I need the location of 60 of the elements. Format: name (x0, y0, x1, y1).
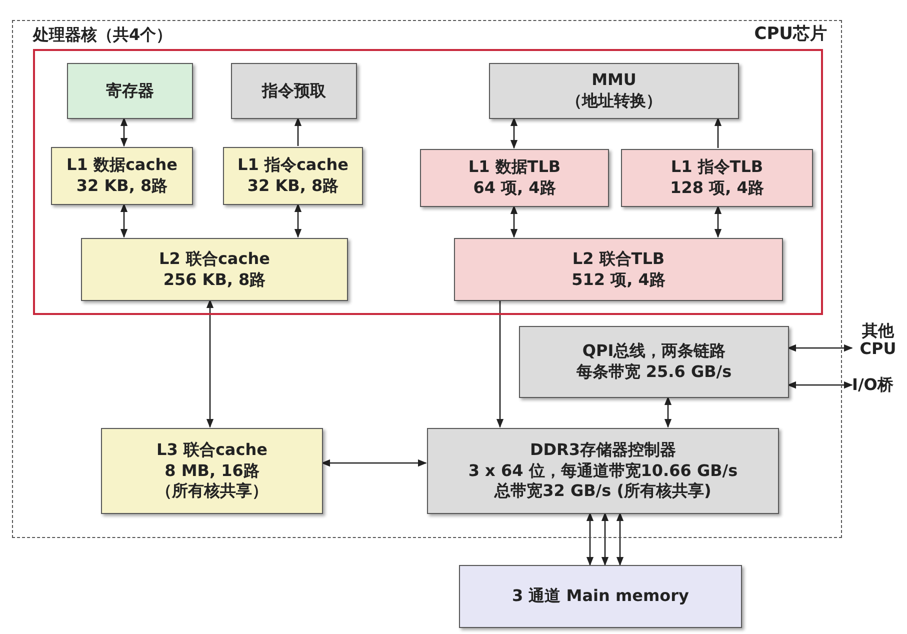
arrow (586, 512, 594, 566)
arrow (496, 300, 504, 428)
component-box (427, 428, 779, 514)
arrow (120, 203, 128, 238)
arrow (664, 396, 672, 428)
chip-boundary (12, 20, 842, 538)
arrow (787, 344, 853, 352)
core-title: 处理器核（共4个） (33, 25, 172, 46)
box-label: 每条带宽 25.6 GB/s (576, 362, 732, 383)
endpoint-label: 其他 CPU (858, 322, 898, 358)
box-label: L2 联合cache (159, 248, 270, 270)
arrow (321, 459, 427, 467)
component-box (454, 238, 783, 301)
box-label: L1 指令cache (238, 155, 348, 176)
box-label: 8 MB, 16路 (164, 460, 260, 482)
box-label: 3 通道 Main memory (512, 586, 689, 607)
component-box (67, 63, 193, 119)
box-label: 64 项, 4路 (473, 178, 556, 199)
component-box (51, 147, 193, 205)
component-box (489, 63, 739, 119)
box-label: L1 指令TLB (670, 157, 764, 178)
arrow (206, 299, 214, 428)
box-label: 32 KB, 8路 (76, 176, 168, 197)
box-label: L3 联合cache (156, 440, 268, 461)
arrow (510, 117, 518, 149)
chip-title: CPU芯片 (754, 23, 827, 46)
arrow (120, 117, 128, 147)
box-label: 256 KB, 8路 (163, 270, 266, 290)
box-label: QPI总线，两条链路 (582, 341, 726, 362)
component-box (621, 149, 813, 207)
component-box (101, 428, 323, 514)
arrow (601, 512, 609, 566)
box-label: 3 x 64 位，每通道带宽10.66 GB/s (468, 460, 738, 482)
box-label: MMU (592, 70, 636, 91)
box-label: L1 数据cache (66, 155, 178, 176)
box-label: 寄存器 (106, 80, 154, 102)
arrow (294, 203, 302, 238)
box-label: 指令预取 (262, 80, 326, 102)
box-label: 512 项, 4路 (572, 270, 666, 290)
box-label: L2 联合TLB (572, 248, 665, 270)
component-box (459, 565, 742, 628)
box-label: 128 项, 4路 (670, 178, 764, 199)
arrow (294, 117, 302, 146)
box-label: （所有核共享） (156, 481, 268, 502)
arrow (714, 117, 722, 148)
component-box (231, 63, 357, 119)
component-box (81, 238, 348, 301)
arrow (787, 381, 853, 389)
box-label: （地址转换） (566, 91, 662, 112)
arrow (616, 512, 624, 566)
box-label: DDR3存储器控制器 (530, 440, 676, 461)
endpoint-label: I/O桥 (852, 376, 894, 394)
arrow (714, 205, 722, 238)
box-label: 总带宽32 GB/s (所有核共享) (494, 481, 712, 502)
component-box (223, 147, 363, 205)
box-label: L1 数据TLB (468, 157, 561, 178)
arrow (510, 205, 518, 238)
component-box (420, 149, 609, 207)
box-label: 32 KB, 8路 (247, 176, 339, 197)
component-box (519, 326, 789, 398)
